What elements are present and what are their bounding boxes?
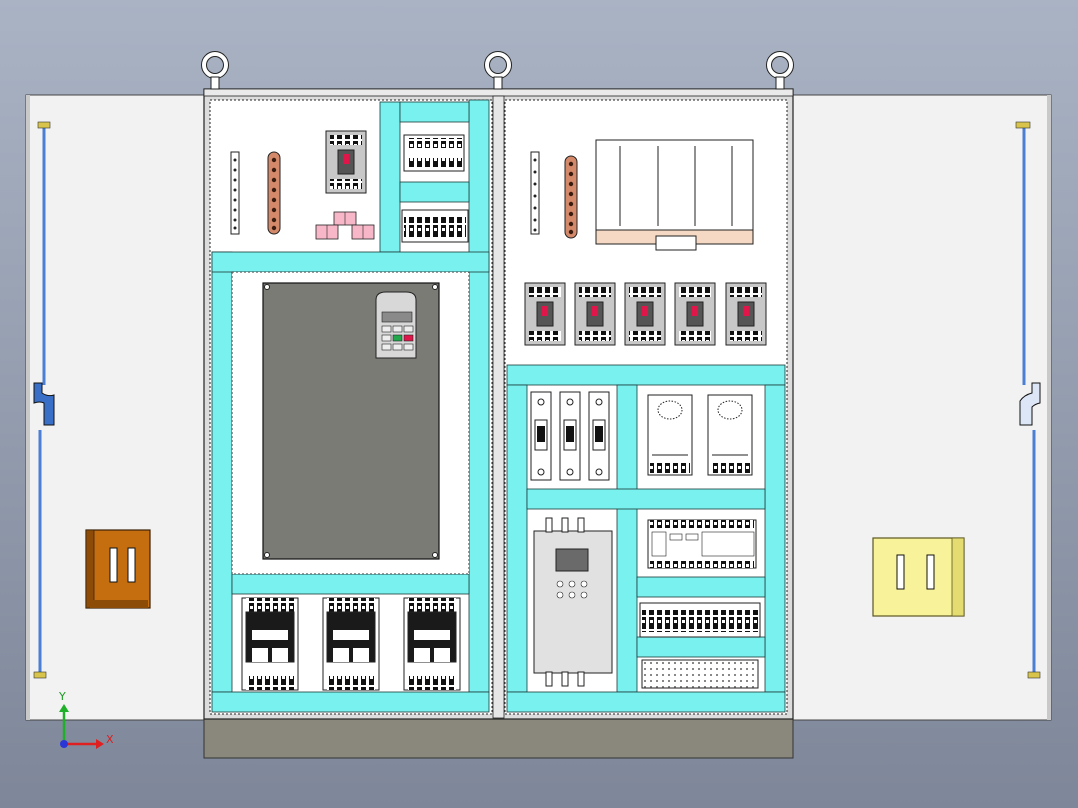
cooling-fan-unit: [595, 139, 754, 251]
fuse-holder-3: [588, 391, 610, 481]
circuit-breaker-3: [624, 282, 666, 346]
variable-frequency-drive: [231, 271, 470, 575]
cabinet-center-post: [492, 95, 505, 719]
left-door-frame-strip: [26, 95, 30, 720]
left-duct-horizontal-bottom: [211, 691, 490, 713]
right-duct-vertical-right: [764, 384, 786, 693]
left-door-rod-cap-top: [37, 121, 51, 129]
power-supply-2: [707, 394, 753, 476]
fuse-holder-1: [530, 391, 552, 481]
right-ground-bar: [530, 151, 540, 235]
left-door[interactable]: [25, 94, 205, 721]
left-duct-top-mid: [379, 101, 401, 253]
left-terminal-strip-top: [401, 209, 469, 243]
coordinate-axis-triad: X Y: [58, 690, 114, 749]
right-door-handle[interactable]: [872, 537, 965, 617]
left-relay-module: [403, 134, 465, 172]
axis-x-label: X: [106, 733, 114, 746]
left-door-latch[interactable]: [33, 382, 55, 426]
left-duct-vertical-inner: [468, 99, 490, 693]
circuit-breaker-2: [574, 282, 616, 346]
left-door-rod-cap-bottom: [33, 671, 47, 679]
axis-y-label: Y: [58, 690, 66, 703]
right-terminal-strip: [639, 602, 761, 638]
cabinet-plinth: [203, 717, 794, 759]
left-duct-horizontal-top: [211, 251, 490, 273]
lifting-eye-right: [766, 51, 794, 90]
left-ground-bar: [230, 151, 240, 235]
right-copper-busbar: [564, 155, 578, 239]
right-duct-vertical-left: [506, 384, 528, 693]
pink-terminal-blocks: [315, 211, 375, 240]
right-duct-horizontal-bottom: [506, 691, 786, 713]
circuit-breaker-5: [725, 282, 767, 346]
right-door[interactable]: [791, 94, 1052, 721]
contactor-1: [241, 597, 299, 691]
plc-controller: [647, 519, 757, 569]
left-duct-horizontal-mid: [231, 573, 470, 595]
circuit-breaker-4: [674, 282, 716, 346]
vfd-keypad: [375, 291, 417, 359]
right-din-rail-terminals: [641, 659, 759, 689]
lifting-eye-left: [201, 51, 229, 90]
right-duct-vertical-center: [616, 384, 638, 693]
contactor-3: [403, 597, 461, 691]
fuse-holder-2: [559, 391, 581, 481]
right-door-latch[interactable]: [1019, 382, 1041, 426]
left-door-handle[interactable]: [85, 529, 151, 609]
left-duct-vertical-outer: [211, 251, 233, 693]
right-duct-horizontal-mid: [526, 488, 766, 510]
lifting-eye-center: [484, 51, 512, 90]
right-duct-horizontal-upper: [506, 364, 786, 386]
power-supply-1: [647, 394, 693, 476]
contactor-2: [322, 597, 380, 691]
left-wire-ducts: [211, 99, 490, 713]
circuit-breaker-1: [524, 282, 566, 346]
soft-starter: [533, 517, 613, 687]
right-wire-ducts: [506, 364, 786, 713]
left-copper-busbar: [267, 151, 281, 235]
main-circuit-breaker: [325, 130, 367, 194]
